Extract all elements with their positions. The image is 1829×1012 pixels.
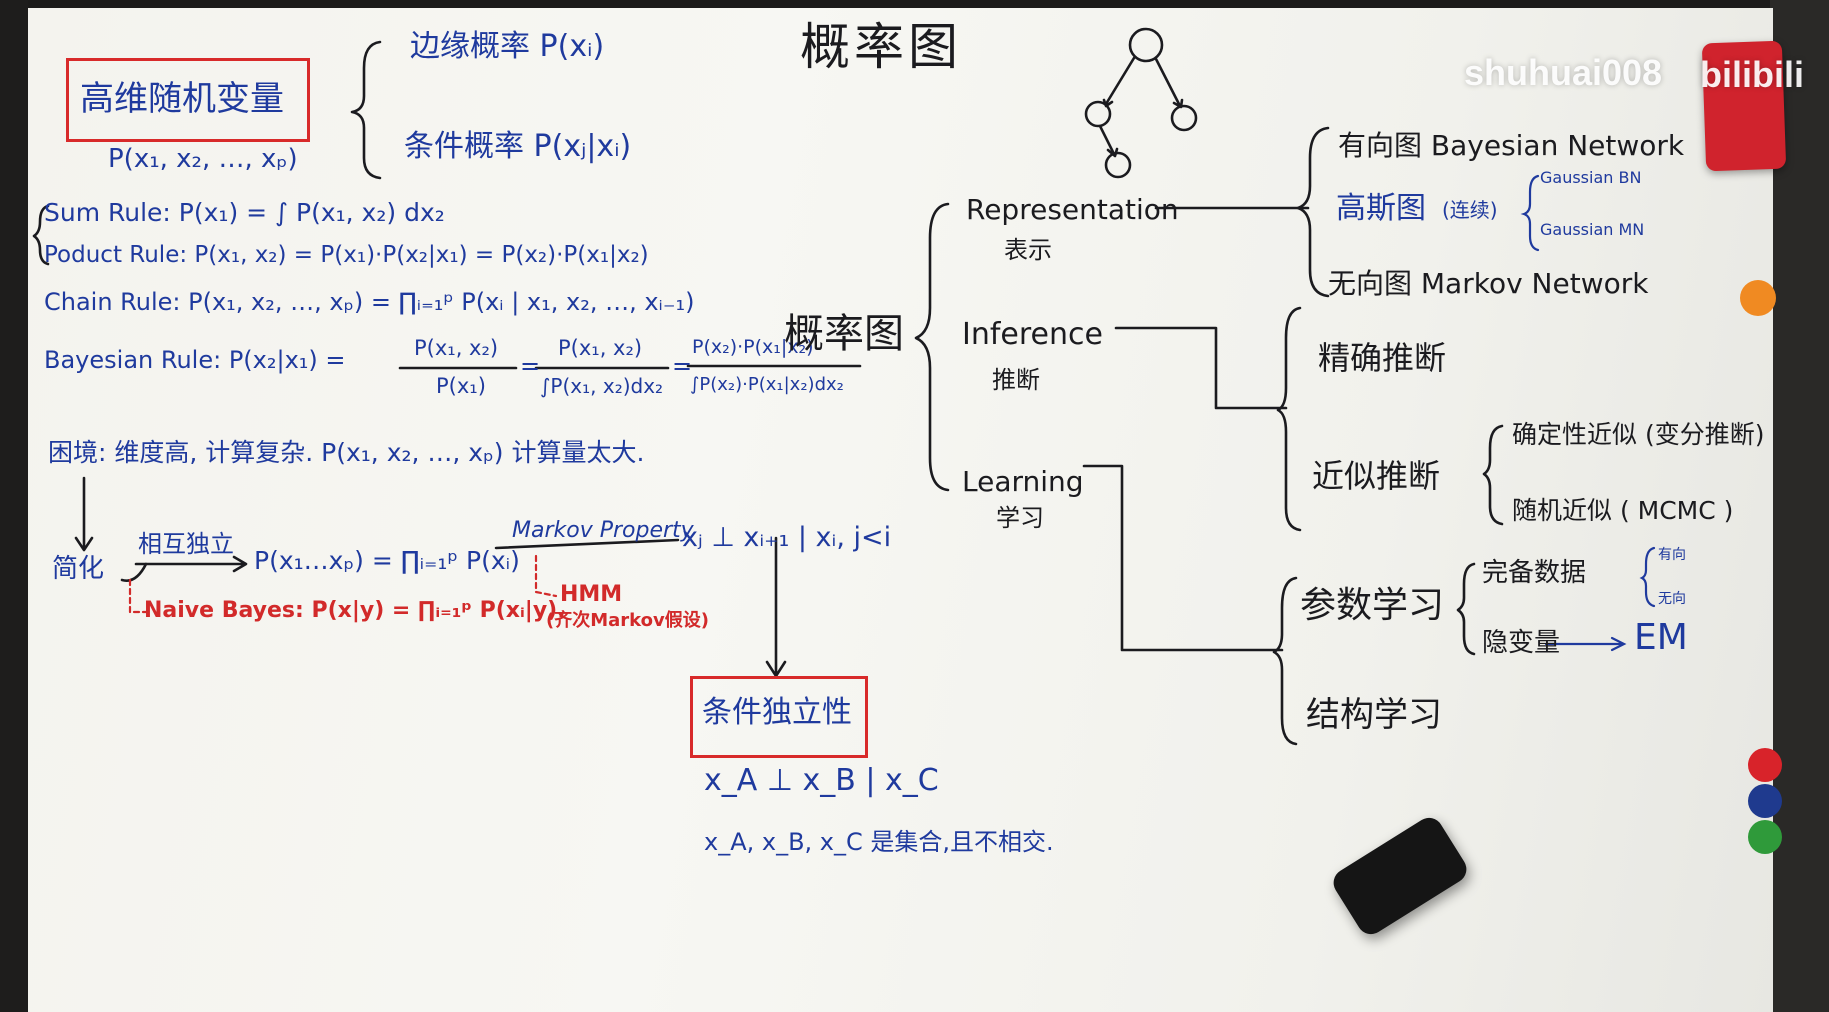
dilemma: 困境: 维度高, 计算复杂. P(x₁, x₂, …, xₚ) 计算量太大. — [48, 438, 645, 467]
latent-variable: 隐变量 — [1482, 628, 1561, 658]
brace-representation — [1296, 126, 1330, 298]
bayes-frac2-den: ∫P(x₁, x₂)dx₂ — [540, 374, 664, 398]
orange-magnet — [1740, 280, 1776, 316]
board-frame-top — [0, 0, 1829, 8]
brace-complete-data — [1639, 546, 1656, 608]
learning-label: Learning — [962, 465, 1084, 498]
board-frame-left — [0, 0, 28, 1012]
stochastic-approximation: 随机近似 ( MCMC ) — [1512, 496, 1734, 525]
dag-node-bottom — [1104, 151, 1132, 179]
undirected-graph: 无向图 Markov Network — [1328, 267, 1649, 300]
high-dim-box — [66, 58, 310, 142]
gaussian-graph: 高斯图 — [1336, 191, 1426, 226]
markov-property-label: Markov Property — [512, 518, 694, 543]
simplify-label: 简化 — [52, 554, 105, 584]
complete-data-directed: 有向 — [1658, 547, 1686, 563]
bayes-frac3-den: ∫P(x₂)·P(x₁|x₂)dx₂ — [690, 374, 844, 395]
whiteboard: 概率图 高维随机变量 P(x₁, x₂, …, xₚ) 边缘概率 P(xᵢ) 条… — [28, 8, 1773, 1012]
exact-inference: 精确推断 — [1318, 339, 1447, 377]
bayes-eq1: = — [520, 352, 541, 380]
gaussian-bn: Gaussian BN — [1540, 168, 1642, 187]
bilibili-logo: bilibili — [1700, 54, 1804, 95]
mutual-independence-label: 相互独立 — [138, 530, 234, 558]
independence-formula: P(x₁…xₚ) = ∏ᵢ₌₁ᵖ P(xᵢ) — [254, 546, 520, 575]
markov-property-formula: xⱼ ⊥ xᵢ₊₁ | xᵢ, j<i — [682, 522, 892, 553]
red-magnet — [1748, 748, 1782, 782]
marginal-probability: 边缘概率 P(xᵢ) — [410, 29, 605, 64]
green-magnet — [1748, 820, 1782, 854]
learning-cn: 学习 — [996, 504, 1044, 532]
brace-rules — [32, 204, 50, 266]
brace-approx — [1482, 424, 1504, 526]
directed-graph: 有向图 Bayesian Network — [1338, 129, 1685, 162]
sum-rule: Sum Rule: P(x₁) = ∫ P(x₁, x₂) dx₂ — [44, 198, 445, 227]
brace-inference — [1276, 306, 1302, 532]
board-drawing-strokes — [32, 27, 1656, 746]
bayes-eq2: = — [672, 352, 693, 380]
chain-rule: Chain Rule: P(x₁, x₂, …, xₚ) = ∏ᵢ₌₁ᵖ P(x… — [44, 288, 695, 316]
conditional-independence-note: x_A, x_B, x_C 是集合,且不相交. — [704, 828, 1054, 856]
conditional-independence-formula: x_A ⊥ x_B | x_C — [704, 763, 939, 798]
conditional-independence-label: 条件独立性 — [702, 695, 852, 730]
dag-node-right — [1170, 104, 1198, 132]
approximate-inference: 近似推断 — [1312, 457, 1441, 495]
gaussian-mn: Gaussian MN — [1540, 220, 1645, 239]
pgm-center-label: 概率图 — [784, 311, 904, 357]
blue-magnet — [1748, 784, 1782, 818]
naive-bayes: Naive Bayes: P(x|y) = ∏ᵢ₌₁ᵖ P(xᵢ|y). — [144, 598, 566, 623]
brace-learning — [1272, 576, 1298, 746]
parameter-learning: 参数学习 — [1300, 585, 1445, 626]
bayes-frac2-num: P(x₁, x₂) — [558, 336, 643, 360]
product-rule: Poduct Rule: P(x₁, x₂) = P(x₁)·P(x₂|x₁) … — [44, 242, 649, 268]
dag-node-top — [1128, 27, 1164, 63]
deterministic-approximation: 确定性近似 (变分推断) — [1512, 420, 1765, 449]
hmm-label: HMM — [560, 582, 623, 607]
watermark-user: shuhuai008 — [1464, 52, 1663, 93]
complete-data: 完备数据 — [1482, 558, 1587, 588]
brace-high-dim — [350, 40, 382, 180]
conditional-probability: 条件概率 P(xⱼ|xᵢ) — [404, 129, 632, 164]
dag-node-left — [1084, 100, 1112, 128]
brace-pgm — [914, 202, 950, 492]
structure-learning: 结构学习 — [1306, 695, 1442, 735]
bayes-frac1-num: P(x₁, x₂) — [414, 336, 499, 360]
high-dim-label: 高维随机变量 — [80, 79, 284, 119]
complete-data-undirected: 无向 — [1658, 591, 1686, 607]
brace-param — [1456, 562, 1476, 656]
gaussian-note: (连续) — [1442, 198, 1498, 222]
inference-label: Inference — [962, 317, 1103, 352]
representation-cn: 表示 — [1004, 236, 1052, 264]
hmm-note: (齐次Markov假设) — [546, 610, 709, 631]
bayes-frac3-num: P(x₂)·P(x₁|x₂) — [692, 336, 814, 358]
em-algorithm: EM — [1634, 617, 1688, 658]
high-dim-vector: P(x₁, x₂, …, xₚ) — [108, 144, 298, 174]
representation-label: Representation — [966, 193, 1179, 226]
bayesian-rule-lhs: Bayesian Rule: P(x₂|x₁) = — [44, 346, 346, 374]
conditional-independence-box — [690, 676, 868, 758]
board-title: 概率图 — [800, 18, 962, 76]
inference-cn: 推断 — [992, 366, 1040, 394]
brace-gaussian — [1520, 174, 1540, 252]
bayes-frac1-den: P(x₁) — [436, 374, 486, 398]
